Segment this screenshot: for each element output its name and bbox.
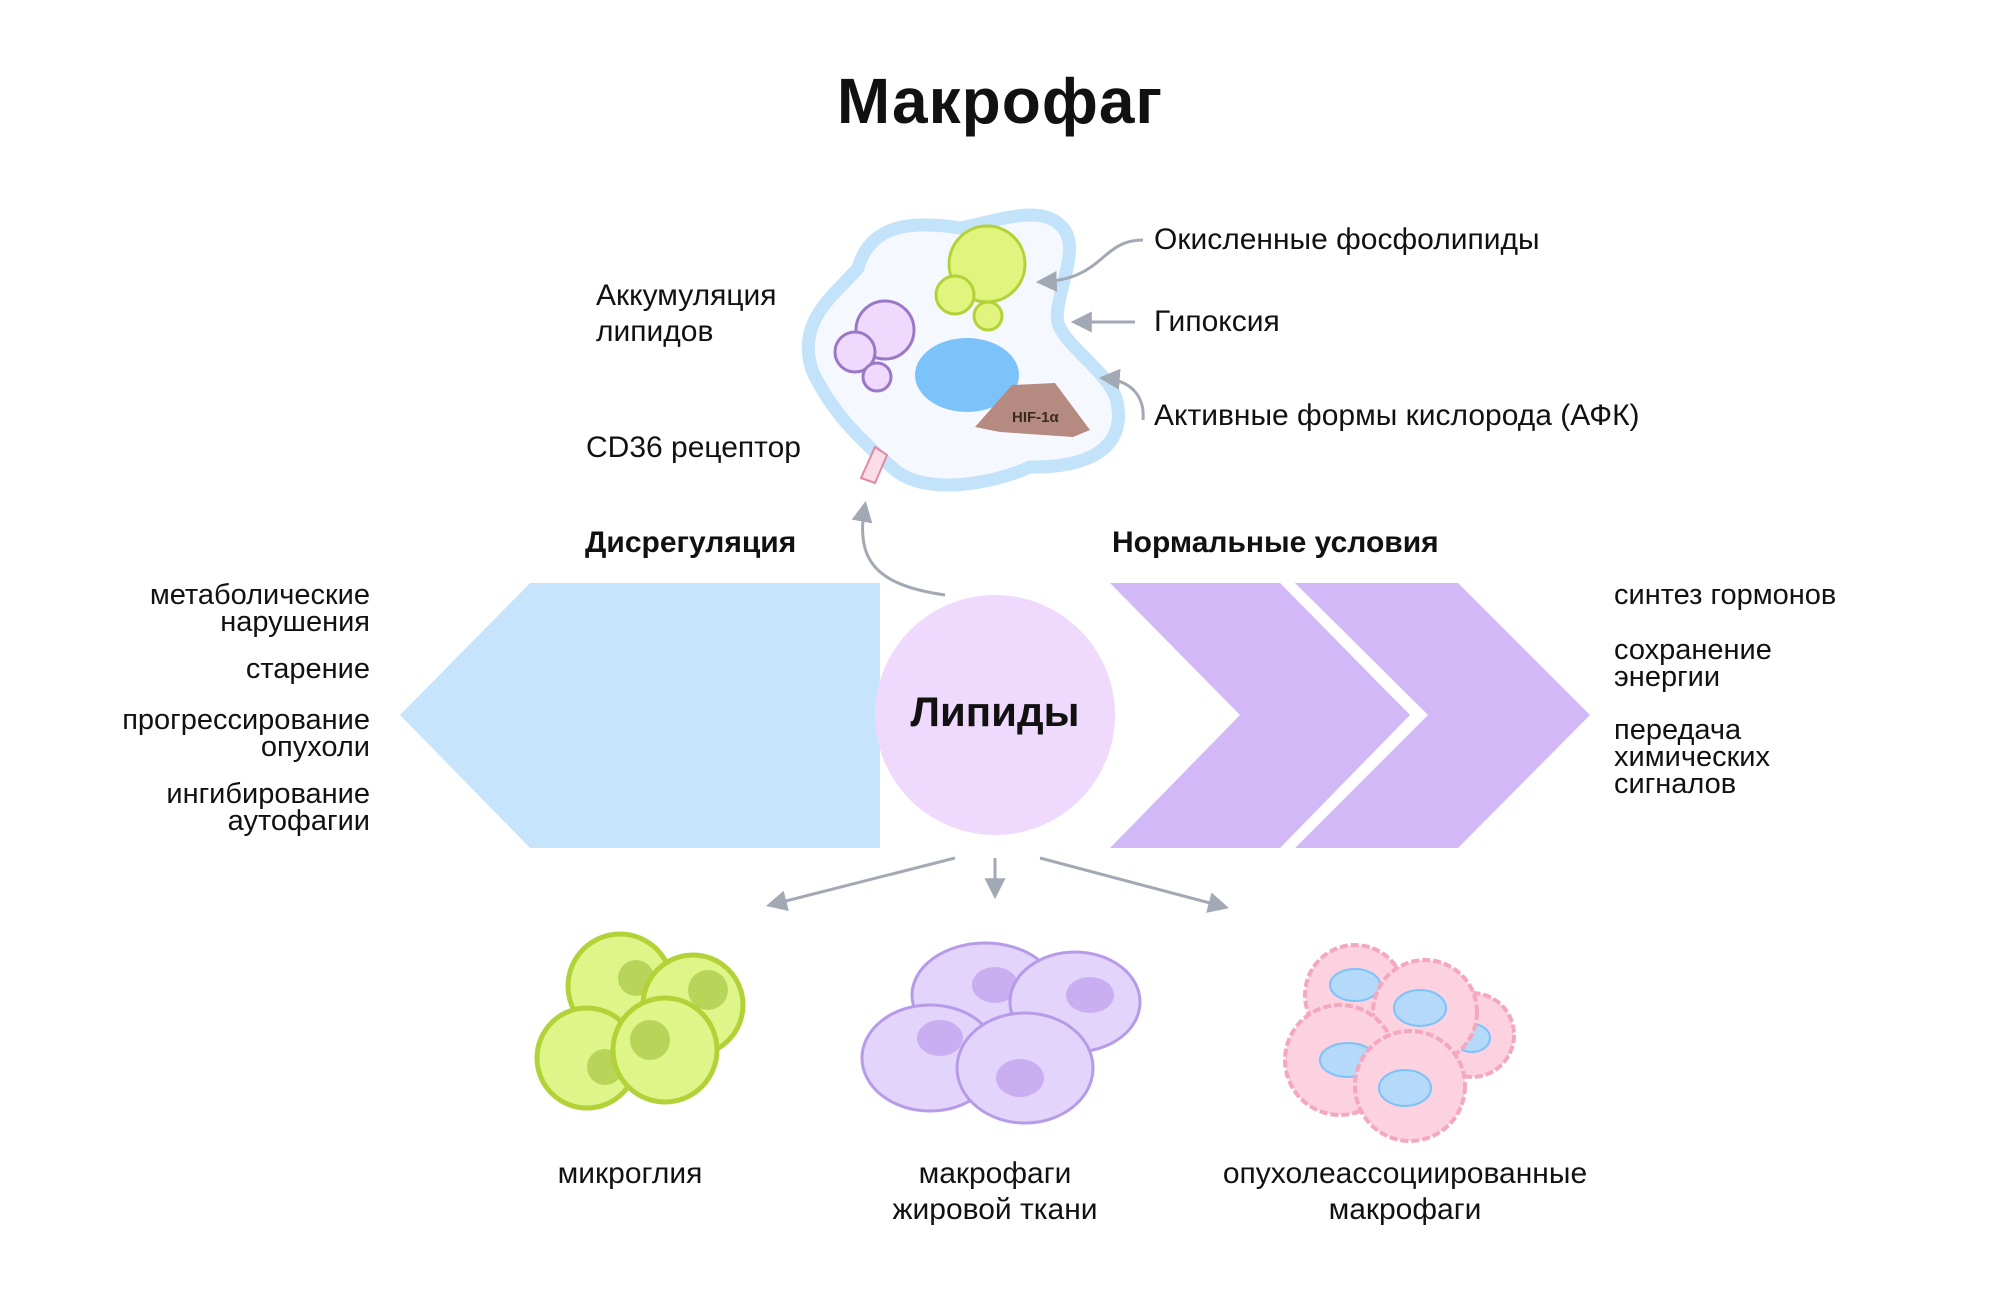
cd36-receptor xyxy=(859,445,889,485)
arrow-to-tumor xyxy=(1039,856,1230,913)
lipids-circle xyxy=(875,595,1115,835)
label-microglia: микроглия xyxy=(557,1157,703,1190)
label-adipose-macrophages: макрофаги жировой ткани xyxy=(892,1157,1098,1226)
header-normal-conditions: Нормальные условия xyxy=(1112,526,1439,559)
normal-item: передача химических сигналов xyxy=(1614,714,1770,800)
microglia-cells xyxy=(534,931,746,1111)
label-ros: Активные формы кислорода (АФК) xyxy=(1154,399,1640,432)
lipids-label: Липиды xyxy=(910,688,1080,735)
label-oxidized-phospholipids: Окисленные фосфолипиды xyxy=(1154,223,1540,256)
label-cd36-receptor: CD36 рецептор xyxy=(586,431,801,464)
normal-item: синтез гормонов xyxy=(1614,579,1837,611)
header-dysregulation: Дисрегуляция xyxy=(585,526,797,559)
dysregulation-item: прогрессирование опухоли xyxy=(122,704,370,763)
tumor-macrophage-cells xyxy=(1283,943,1516,1143)
diagram-title: Макрофаг xyxy=(836,65,1164,137)
dysregulation-item: старение xyxy=(245,653,370,685)
arrow-to-microglia xyxy=(765,856,956,912)
normal-item: сохранение энергии xyxy=(1614,634,1772,693)
ros-arrow xyxy=(1098,368,1145,421)
dysregulation-chevrons xyxy=(400,583,880,848)
dysregulation-item: метаболические нарушения xyxy=(149,579,370,638)
macrophage-cell xyxy=(801,208,1125,492)
label-hypoxia: Гипоксия xyxy=(1154,305,1280,338)
label-lipid-accumulation: Аккумуляция липидов xyxy=(596,279,777,348)
oxidized-arrow xyxy=(1035,238,1144,292)
normal-chevrons xyxy=(1110,583,1590,848)
hif-protein xyxy=(975,383,1090,437)
adipose-macrophage-cells xyxy=(860,941,1142,1125)
label-hif: HIF-1α xyxy=(1012,409,1059,426)
lipid-to-receptor-arrow xyxy=(851,500,946,597)
label-tumor-macrophages: опухолеассоциированные макрофаги xyxy=(1222,1157,1588,1226)
dysregulation-item: ингибирование аутофагии xyxy=(166,778,370,837)
